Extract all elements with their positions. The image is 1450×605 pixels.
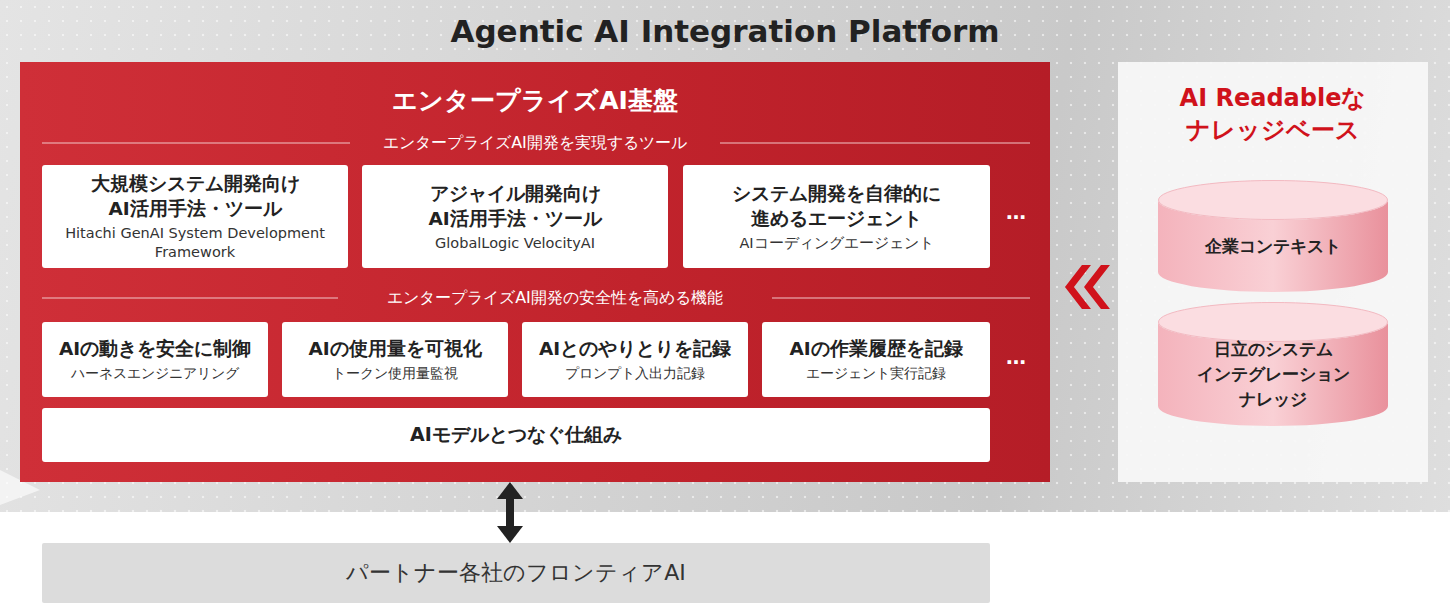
tool-box: アジャイル開発向け AI活用手法・ツール GlobalLogic Velocity… xyxy=(362,165,668,268)
box-title: AIの動きを安全に制御 xyxy=(45,336,265,361)
box-subtitle: トークン使用量監視 xyxy=(285,364,505,383)
tool-box: システム開発を自律的に 進めるエージェント AIコーディングエージェント xyxy=(683,165,990,268)
cylinder-label: 企業コンテキスト xyxy=(1173,234,1373,259)
database-cylinder: 企業コンテキスト xyxy=(1158,180,1388,292)
section-rule xyxy=(720,143,1030,144)
arrow-head xyxy=(497,482,523,499)
arrow-shaft xyxy=(506,499,514,526)
box-title: システム開発を自律的に 進めるエージェント xyxy=(692,181,982,231)
box-title: パートナー各社のフロンティアAI xyxy=(66,558,966,588)
feature-box: AIとのやりとりを記録プロンプト入出力記録 xyxy=(522,322,748,397)
panel-heading: AI Readableな ナレッジベース xyxy=(1143,82,1403,146)
feature-box: AIの動きを安全に制御ハーネスエンジニアリング xyxy=(42,322,268,397)
feature-box: AIの作業履歴を記録エージェント実行記録 xyxy=(762,322,990,397)
chevron-guide xyxy=(1050,287,1118,288)
cylinder-top xyxy=(1159,181,1388,220)
box-subtitle: GlobalLogic VelocityAI xyxy=(370,234,660,253)
frontier-ai-box: パートナー各社のフロンティアAI xyxy=(42,543,990,603)
cylinder-top xyxy=(1159,303,1388,342)
database-cylinder: 日立のシステム インテグレーション ナレッジ xyxy=(1158,302,1388,426)
box-title: 大規模システム開発向け AI活用手法・ツール xyxy=(50,171,340,221)
chevron-arrow xyxy=(1050,265,1118,309)
connector-layer-box: AIモデルとつなぐ仕組み xyxy=(42,408,990,462)
ellipsis: … xyxy=(998,200,1034,224)
ellipsis: … xyxy=(998,345,1034,369)
section-heading: エンタープライズAI開発の安全性を高める機能 xyxy=(379,288,731,309)
arrow-head xyxy=(497,526,523,543)
box-subtitle: Hitachi GenAI System Development Framewo… xyxy=(50,224,340,262)
box-subtitle: AIコーディングエージェント xyxy=(692,234,982,253)
double-arrow xyxy=(497,482,523,543)
box-subtitle: プロンプト入出力記録 xyxy=(525,364,745,383)
box-title: AIの作業履歴を記録 xyxy=(766,336,986,361)
cylinder-label-area: 企業コンテキスト xyxy=(1158,220,1388,272)
platform-panel: エンタープライズAI基盤大規模システム開発向け AI活用手法・ツールHitach… xyxy=(20,62,1050,482)
panel-heading: エンタープライズAI基盤 xyxy=(20,84,1050,117)
box-subtitle: ハーネスエンジニアリング xyxy=(45,364,265,383)
section-heading: エンタープライズAI開発を実現するツール xyxy=(375,133,695,154)
knowledge-panel: AI Readableな ナレッジベース企業コンテキスト日立のシステム インテグ… xyxy=(1118,62,1428,482)
diagram-title: Agentic AI Integration Platform xyxy=(0,13,1450,49)
section-rule xyxy=(42,298,338,299)
box-title: AIモデルとつなぐ仕組み xyxy=(66,422,966,448)
cylinder-label-area: 日立のシステム インテグレーション ナレッジ xyxy=(1158,342,1388,406)
section-rule xyxy=(42,143,350,144)
chevron xyxy=(1065,265,1091,309)
section-rule xyxy=(772,298,1030,299)
feature-box: AIの使用量を可視化トークン使用量監視 xyxy=(282,322,508,397)
box-title: AIとのやりとりを記録 xyxy=(525,336,745,361)
box-title: AIの使用量を可視化 xyxy=(285,336,505,361)
cylinder-label: 日立のシステム インテグレーション ナレッジ xyxy=(1183,337,1363,412)
tool-box: 大規模システム開発向け AI活用手法・ツールHitachi GenAI Syst… xyxy=(42,165,348,268)
box-subtitle: エージェント実行記録 xyxy=(766,364,986,383)
chevron xyxy=(1084,265,1110,309)
box-title: アジャイル開発向け AI活用手法・ツール xyxy=(370,181,660,231)
